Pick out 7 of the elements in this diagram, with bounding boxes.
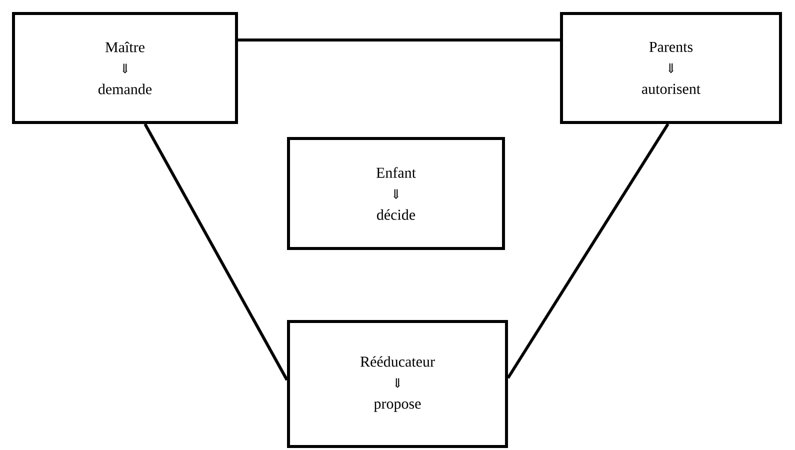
connector-line [144, 123, 288, 381]
text-box: Enfant ⇓ décide [287, 137, 505, 250]
text-box: Maître ⇓ demande [12, 12, 238, 124]
connector-line [238, 38, 560, 42]
text-box: Rééducateur ⇓ propose [287, 320, 508, 448]
text-box: Parents ⇓ autorisent [560, 12, 782, 124]
connector-line [506, 123, 670, 379]
